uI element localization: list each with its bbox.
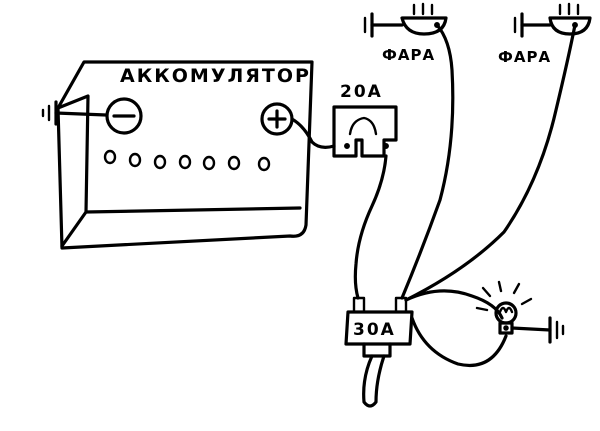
fuse-20a-pin (383, 143, 389, 149)
headlight-right-body (548, 16, 592, 36)
battery: АККОМУЛЯТОР (56, 60, 314, 250)
ground-wire (54, 111, 108, 117)
cell-cap (153, 154, 167, 170)
wire-headlight-right (404, 23, 577, 302)
battery-cell-caps (103, 149, 271, 172)
cell-cap (178, 154, 192, 170)
indicator-lamp (475, 280, 533, 335)
ground-battery (41, 100, 108, 126)
headlight-left: ФАРА (363, 2, 448, 64)
cell-cap (103, 149, 117, 165)
battery-top-edge (56, 94, 302, 214)
bulb-terminal (503, 325, 509, 331)
fuse-30a-label: 30А (353, 320, 396, 340)
fuse-30a-connector (362, 342, 392, 358)
fuse-30a-pin-left (352, 296, 366, 314)
wire-fuse20-to-fuse30 (353, 154, 388, 300)
light-ray (520, 297, 533, 306)
fuse-20a: 20А (332, 82, 398, 158)
headlight-right-label: ФАРА (498, 48, 551, 66)
headlight-left-label: ФАРА (382, 46, 435, 64)
cell-cap (257, 156, 271, 172)
light-ray (512, 282, 521, 295)
wire-battery-to-fuse (290, 117, 336, 149)
bulb-filament (498, 306, 514, 314)
fuse-20a-label: 20А (340, 82, 383, 102)
switch-handle (362, 354, 386, 408)
light-ray (475, 306, 489, 312)
cell-cap (227, 155, 241, 171)
fuse-30a: 30А (344, 296, 414, 408)
fuse-20a-pin (344, 143, 350, 149)
fuse-20a-body (332, 105, 398, 158)
headlight-right: ФАРА (498, 2, 592, 66)
light-ray (497, 280, 503, 293)
fuse-30a-body (344, 310, 414, 346)
light-ray (481, 286, 492, 298)
wire-headlight-left (400, 23, 455, 300)
battery-bottom-bevel (60, 210, 88, 248)
fuse-20a-element (348, 116, 378, 136)
battery-body-outline (56, 60, 314, 250)
ground-indicator (510, 316, 565, 344)
cell-cap (202, 155, 216, 171)
cell-cap (128, 152, 142, 168)
ground-wire (510, 326, 552, 332)
wire-to-indicator-lower (410, 316, 508, 367)
headlight-left-body (400, 16, 448, 36)
battery-label: АККОМУЛЯТОР (120, 65, 311, 87)
